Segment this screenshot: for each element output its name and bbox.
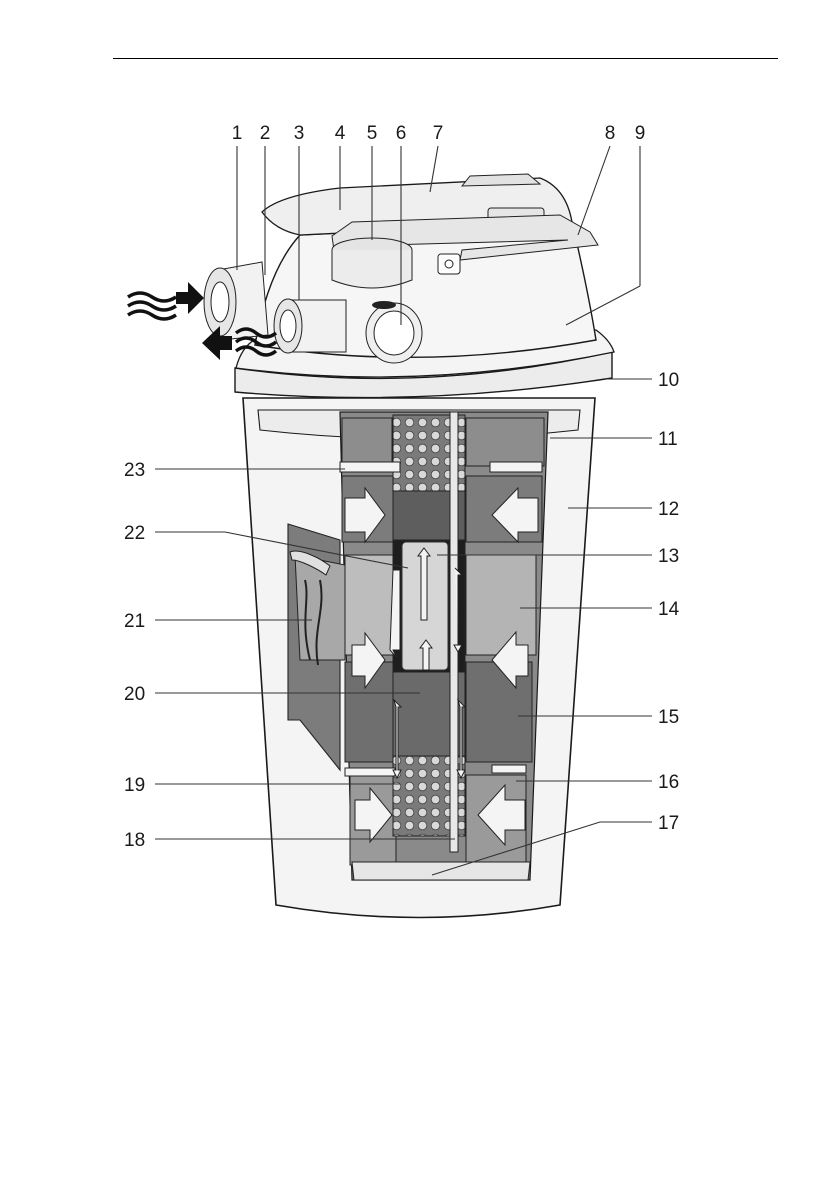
inflow-arrow-icon bbox=[176, 282, 204, 314]
callout-21: 21 bbox=[124, 611, 145, 632]
callout-22: 22 bbox=[124, 523, 145, 544]
callout-17: 17 bbox=[658, 813, 679, 834]
callout-8: 8 bbox=[605, 123, 616, 144]
callout-12: 12 bbox=[658, 499, 679, 520]
callout-2: 2 bbox=[260, 123, 271, 144]
callout-19: 19 bbox=[124, 775, 145, 796]
callout-11: 11 bbox=[658, 429, 678, 450]
callout-14: 14 bbox=[658, 599, 680, 620]
callout-23: 23 bbox=[124, 460, 145, 481]
callout-3: 3 bbox=[294, 123, 305, 144]
callout-10: 10 bbox=[658, 370, 679, 391]
callout-15: 15 bbox=[658, 707, 679, 728]
lid-assembly bbox=[235, 174, 614, 398]
callout-20: 20 bbox=[124, 684, 145, 705]
callout-7: 7 bbox=[433, 123, 444, 144]
callout-5: 5 bbox=[367, 123, 378, 144]
callout-1: 1 bbox=[232, 123, 243, 144]
callout-6: 6 bbox=[396, 123, 407, 144]
callout-13: 13 bbox=[658, 546, 679, 567]
callout-9: 9 bbox=[635, 123, 646, 144]
callout-16: 16 bbox=[658, 772, 679, 793]
callout-4: 4 bbox=[335, 123, 346, 144]
callout-18: 18 bbox=[124, 830, 145, 851]
